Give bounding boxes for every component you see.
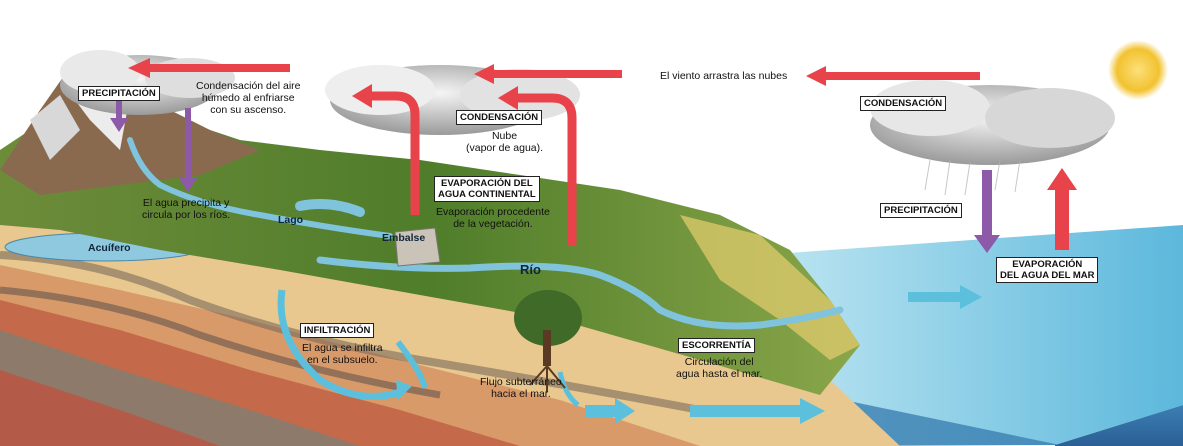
dam [394, 227, 441, 267]
runoff-box: ESCORRENTÍA [678, 338, 756, 353]
purple-arrows [110, 98, 1000, 253]
condensation-air-label: Condensación del aire húmedo al enfriars… [196, 80, 301, 116]
evaporation-vegetation-label: Evaporación procedente de la vegetación. [436, 206, 550, 230]
infiltration-box: INFILTRACIÓN [300, 323, 375, 338]
precipitation-box-left: PRECIPITACIÓN [78, 86, 160, 101]
blue-arrows [277, 285, 982, 424]
wind-arrow-middle [474, 64, 622, 84]
precipitation-box-right: PRECIPITACIÓN [880, 203, 962, 218]
lake-label: Lago [278, 214, 304, 226]
ascent-arrow-2 [516, 93, 577, 245]
infiltration-flow-arrow [277, 289, 402, 400]
precip-arrow-left-1 [110, 98, 128, 132]
precip-arrow-right [974, 170, 1000, 253]
red-arrows [128, 58, 1077, 250]
sea-flow-arrow [908, 285, 982, 309]
precipitation-rain-label: El agua precipita y circula por los ríos… [142, 197, 231, 221]
underground-flow-arrow-1 [690, 398, 825, 424]
tree [514, 290, 582, 392]
river-system [127, 137, 844, 330]
precip-arrow-left-2 [179, 108, 197, 192]
aquifer-label: Acuífero [88, 242, 131, 254]
wind-label: El viento arrastra las nubes [660, 70, 788, 82]
cloud-label: Nube (vapor de agua). [466, 130, 544, 154]
infiltration-label: El agua se infiltra en el subsuelo. [302, 342, 383, 366]
sea-evaporation-box: EVAPORACIÓN DEL AGUA DEL MAR [996, 257, 1099, 283]
soil-layers [0, 170, 900, 446]
sea-evaporation-arrow [1047, 168, 1077, 250]
condensation-box-right: CONDENSACIÓN [860, 96, 947, 111]
underground-flow-label: Flujo subterráneo hacia el mar. [480, 376, 562, 400]
condensation-box-middle: CONDENSACIÓN [456, 110, 543, 125]
ascent-arrow-1 [370, 91, 420, 215]
underground-flow-arrow-2 [585, 398, 635, 424]
wind-arrow-left [128, 58, 290, 78]
sun-icon [1108, 40, 1168, 100]
wind-arrow-right [806, 66, 980, 86]
runoff-label: Circulación del agua hasta el mar. [676, 356, 763, 380]
river-label: Río [520, 262, 541, 277]
continental-evaporation-box: EVAPORACIÓN DEL AGUA CONTINENTAL [434, 176, 540, 202]
reservoir-label: Embalse [382, 232, 426, 244]
